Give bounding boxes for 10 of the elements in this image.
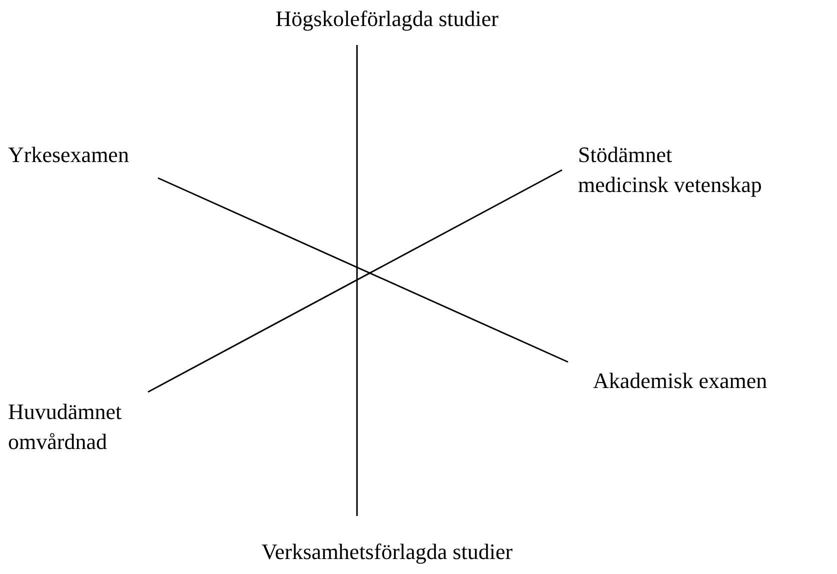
axis-label: Akademisk examen: [593, 366, 768, 396]
axis-label: medicinsk vetenskap: [578, 171, 762, 199]
axis-label: Huvudämnet omvårdnad: [8, 397, 138, 457]
axis-line: [356, 45, 358, 516]
axis-line: [158, 177, 568, 363]
axis-line: [148, 169, 562, 393]
axis-label: Yrkesexamen: [8, 140, 129, 170]
axis-label: Verksamhetsförlagda studier: [261, 537, 513, 567]
axis-label: Stödämnet: [578, 141, 674, 169]
axis-label: Högskoleförlagda studier: [276, 4, 498, 34]
